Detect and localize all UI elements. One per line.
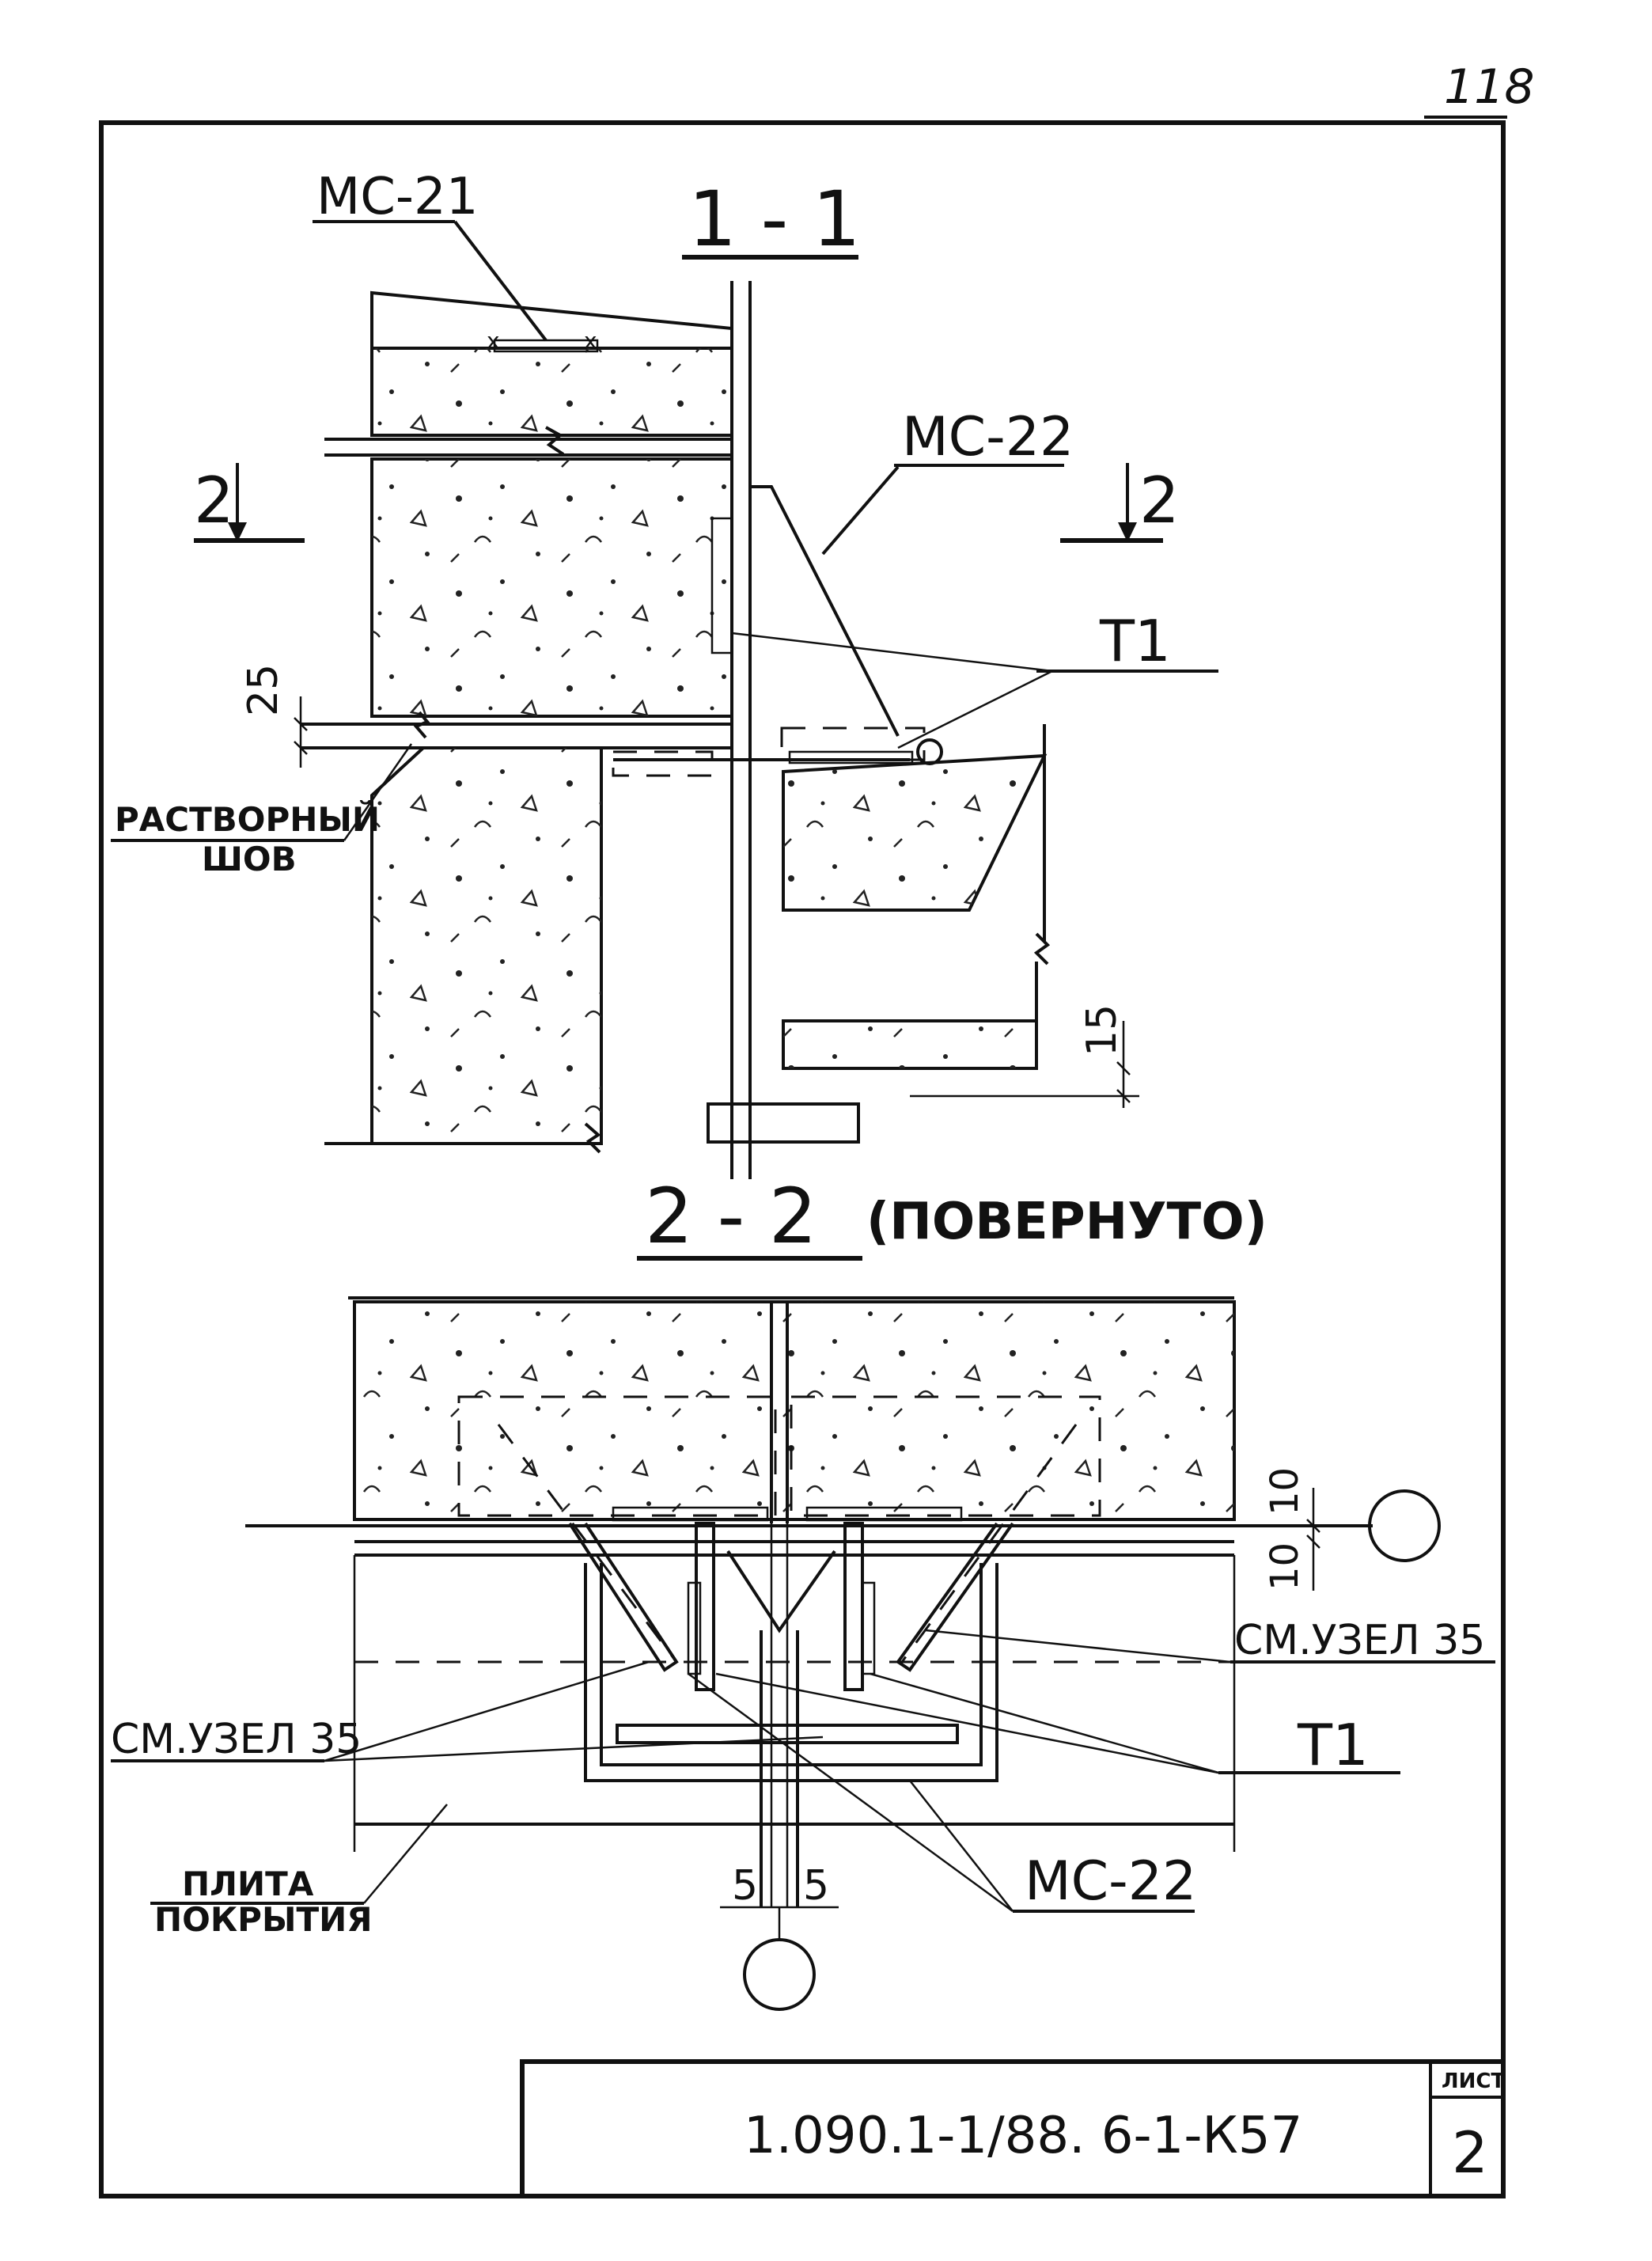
sheet-label: ЛИСТ [1442,2069,1505,2093]
cut-marker-right: 2 [1139,464,1180,537]
dim-5-left: 5 [732,1862,758,1910]
title-block: 1.090.1-1/88. 6-1-К57 ЛИСТ 2 [520,2059,1506,2198]
axis-marker-right [1368,1489,1441,1562]
dim-10-upper: 10 [1263,1467,1307,1516]
cut-marker-left: 2 [194,464,234,537]
section-1-1: 1 - 1 2 2 x x МС-21 МС-22 [111,168,1218,1179]
label-ms22-bottom: МС-22 [1025,1850,1196,1913]
drawing-code: 1.090.1-1/88. 6-1-К57 [744,2107,1302,2165]
sheet-number: 2 [1452,2119,1488,2186]
axis-marker-bottom [743,1938,816,2011]
dim-5-right: 5 [803,1862,829,1910]
label-slab-1: ПЛИТА [182,1865,314,1903]
label-ms21: МС-21 [316,168,478,226]
dim-25: 25 [240,664,287,716]
section-2-title: 2 - 2 [645,1172,817,1261]
section-1-title: 1 - 1 [688,175,861,264]
svg-text:x: x [487,328,500,354]
svg-text:x: x [584,328,597,354]
section-2-2: 2 - 2 (ПОВЕРНУТО) 10 10 [111,1172,1495,2011]
label-slab-2: ПОКРЫТИЯ [154,1900,373,1939]
page-number-group: 118 [1424,59,1535,119]
label-mortar-1: РАСТВОРНЫЙ [115,799,380,839]
label-ms22-top: МС-22 [902,406,1074,469]
label-t1-top: Т1 [1099,608,1171,674]
dim-10-lower: 10 [1263,1542,1307,1591]
label-see-node-right: СМ.УЗЕЛ 35 [1234,1617,1485,1664]
dim-15: 15 [1078,1004,1126,1057]
page-number: 118 [1444,59,1535,115]
label-see-node-left: СМ.УЗЕЛ 35 [111,1716,362,1763]
label-t1-bottom: Т1 [1297,1712,1369,1778]
label-mortar-2: ШОВ [202,840,297,878]
section-2-note: (ПОВЕРНУТО) [866,1193,1267,1251]
